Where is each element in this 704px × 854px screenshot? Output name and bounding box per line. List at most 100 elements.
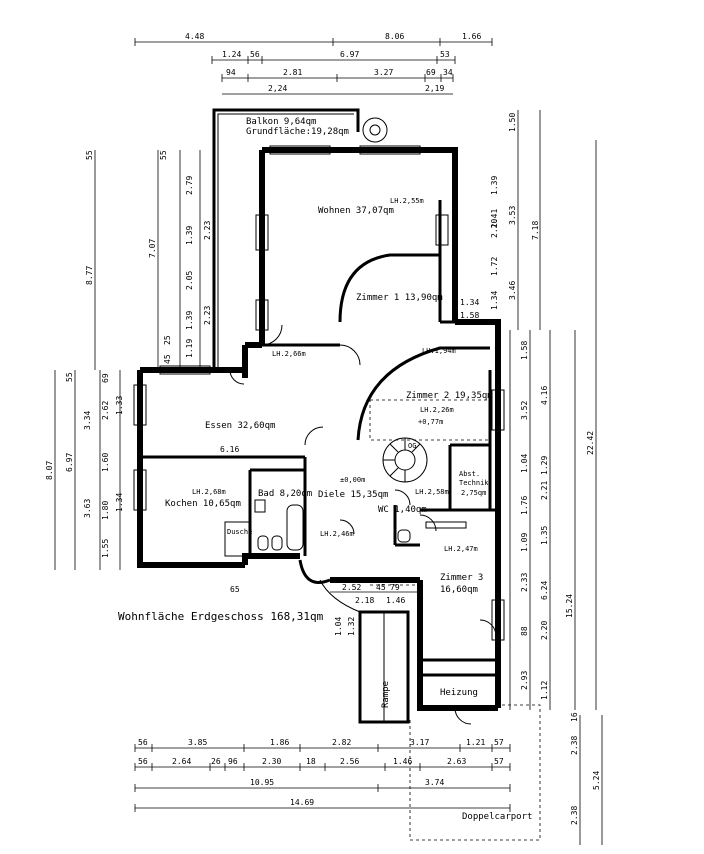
dim-left-155: 1.55 <box>101 539 110 558</box>
dim-bot-13: 18 <box>306 757 316 766</box>
dim-inner-45: 45 <box>376 583 386 592</box>
label-balkon-grund: Grundfläche:19,28qm <box>246 127 349 137</box>
dim-left-877: 8.77 <box>85 266 94 285</box>
label-wohnen-lh: LH.2,55m <box>390 197 424 205</box>
dim-left-45: 45 <box>163 354 172 364</box>
dim-bot-20: 14.69 <box>290 798 314 807</box>
dim-top-11: 69 <box>426 68 436 77</box>
dim-right-139: 1.39 <box>490 176 499 195</box>
left-dimensions: 8.77 7.07 2.79 1.39 2.23 2.05 1.39 2.23 … <box>45 150 212 570</box>
dim-inner-104: 1.04 <box>334 617 343 636</box>
dim-right-172: 1.72 <box>490 257 499 276</box>
dim-left-55a: 55 <box>85 150 94 160</box>
dim-left-363: 3.63 <box>83 499 92 518</box>
label-zimmer3-area: 16,60qm <box>440 585 478 595</box>
label-abst: Abst. <box>459 470 480 478</box>
dim-right-158: 1.58 <box>520 341 529 360</box>
bath-fixtures <box>224 499 411 557</box>
label-heizung: Heizung <box>440 688 478 698</box>
label-wc: WC 1,40qm <box>378 505 427 515</box>
label-diele: Diele 15,35qm <box>318 490 388 500</box>
label-balkon: Balkon 9,64qm <box>246 117 316 127</box>
dim-left-223a: 2.23 <box>203 221 212 240</box>
dim-right-16: 16 <box>570 712 579 722</box>
dim-bot-17: 57 <box>494 757 504 766</box>
dim-right-150: 1.50 <box>508 113 517 132</box>
label-zimmer3-lh: LH.2,47m <box>444 545 478 553</box>
walls <box>137 108 501 724</box>
dim-top-5: 56 <box>250 50 260 59</box>
dim-left-139b: 1.39 <box>185 311 194 330</box>
room-labels: Balkon 9,64qm Grundfläche:19,28qm Wohnen… <box>118 117 532 822</box>
label-wohnen: Wohnen 37,07qm <box>318 206 394 216</box>
balkon-rail <box>212 108 360 370</box>
dim-right-220a: 2.20 <box>490 219 499 238</box>
dim-top-10: 3.27 <box>374 68 393 77</box>
dim-right-88: 88 <box>520 626 529 636</box>
dim-right-135: 1.35 <box>540 526 549 545</box>
dim-bot-19: 3.74 <box>425 778 444 787</box>
dim-left-205: 2.05 <box>185 271 194 290</box>
dim-bot-16: 2.63 <box>447 757 466 766</box>
dim-top-1: 4.48 <box>185 32 204 41</box>
label-kochen-lh: LH.2,68m <box>192 488 226 496</box>
balkon-spiral-stair <box>362 117 388 143</box>
label-zimmer2: Zimmer 2 19,35qm <box>406 391 493 401</box>
dim-bot-7: 57 <box>494 738 504 747</box>
label-og: OG <box>408 442 416 450</box>
dim-bot-12: 2.30 <box>262 757 281 766</box>
dim-bot-10: 26 <box>211 757 221 766</box>
label-essen: Essen 32,60qm <box>205 421 275 431</box>
dim-right-112: 1.12 <box>540 681 549 700</box>
dim-right-2242: 22.42 <box>586 431 595 455</box>
dim-right-221: 2.21 <box>540 481 549 500</box>
dim-left-697: 6.97 <box>65 453 74 472</box>
dim-inner-252: 2.52 <box>342 583 361 592</box>
dim-bot-3: 1.86 <box>270 738 289 747</box>
top-dimensions: 4.48 8.06 1.66 1.24 56 6.97 53 94 2.81 3… <box>134 32 493 95</box>
dim-top-13: 2,24 <box>268 84 287 93</box>
dim-left-334: 3.34 <box>83 411 92 430</box>
dim-inner-79: 79 <box>390 583 400 592</box>
label-technik: Technik <box>459 479 489 487</box>
dim-inner-158: 1.58 <box>460 311 479 320</box>
bathtub <box>286 504 304 551</box>
dim-left-160: 1.60 <box>101 453 110 472</box>
dim-right-109: 1.09 <box>520 533 529 552</box>
dim-left-133: 1.33 <box>115 396 124 415</box>
label-doppelcarport: Doppelcarport <box>462 812 532 822</box>
label-zimmer1: Zimmer 1 13,90qm <box>356 293 443 303</box>
dim-top-3: 1.66 <box>462 32 481 41</box>
dim-left-223b: 2.23 <box>203 306 212 325</box>
dim-left-119: 1.19 <box>185 339 194 358</box>
dim-bot-11: 96 <box>228 757 238 766</box>
inner-dimensions: 6.16 2.52 2.18 1.46 45 79 1.04 1.32 1.34… <box>140 298 479 636</box>
label-rampe: Rampe <box>381 681 391 708</box>
dim-bot-2: 3.85 <box>188 738 207 747</box>
dim-right-353: 3.53 <box>508 206 517 225</box>
dim-inner-616: 6.16 <box>220 445 239 454</box>
zimmer1-curve <box>338 253 440 323</box>
zimmer2-curve <box>356 346 490 441</box>
dim-bot-8: 56 <box>138 757 148 766</box>
label-technik-area: 2,75qm <box>461 489 486 497</box>
label-diele-level: ±0,00m <box>340 476 365 484</box>
doors <box>229 324 497 725</box>
dim-right-220b: 2.20 <box>540 621 549 640</box>
dim-right-129: 1.29 <box>540 456 549 475</box>
dim-right-141: 1.41 <box>490 209 499 228</box>
dim-top-9: 2.81 <box>283 68 302 77</box>
dim-right-346: 3.46 <box>508 281 517 300</box>
dim-top-6: 6.97 <box>340 50 359 59</box>
dim-top-7: 53 <box>440 50 450 59</box>
dim-left-707: 7.07 <box>148 239 157 258</box>
label-essen-lh: LH.2,66m <box>272 350 306 358</box>
dim-top-14: 2,19 <box>425 84 444 93</box>
dim-top-4: 1.24 <box>222 50 241 59</box>
label-kochen: Kochen 10,65qm <box>165 499 241 509</box>
label-technik-lh: LH.2,58m <box>415 488 449 496</box>
dim-right-238b: 2.38 <box>570 806 579 825</box>
dim-bot-6: 1.21 <box>466 738 485 747</box>
dim-left-55c: 55 <box>65 372 74 382</box>
